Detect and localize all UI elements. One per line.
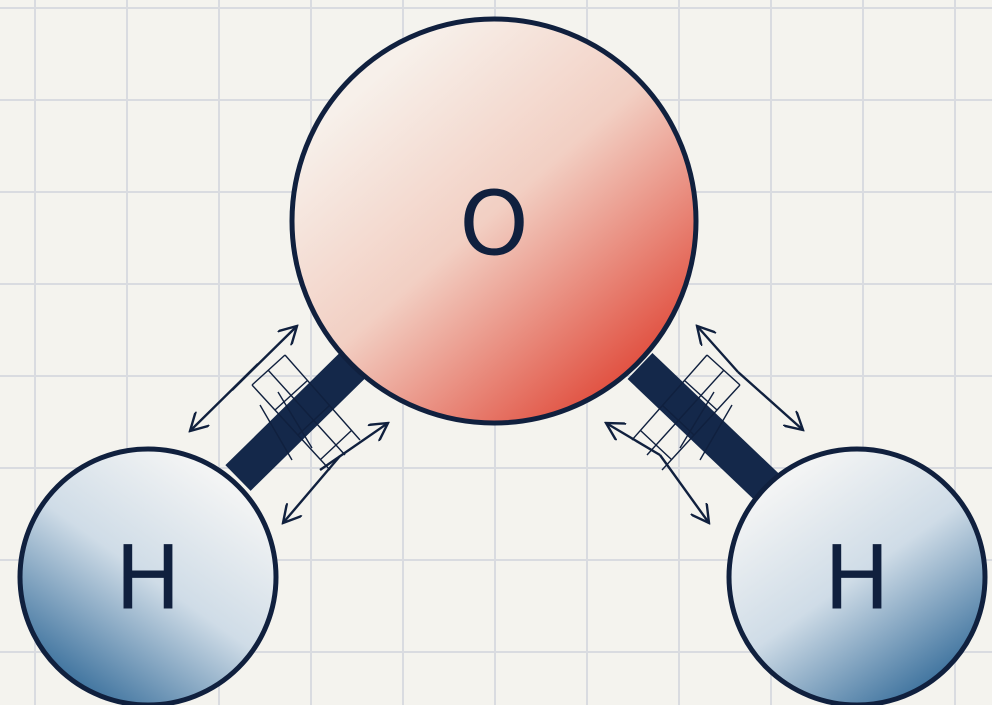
hydrogen-atom-right: H — [726, 446, 988, 705]
bond-right — [627, 352, 783, 504]
arrow-right-upper — [697, 326, 739, 373]
arrow-right-lower-back — [659, 454, 709, 523]
bond-left — [225, 353, 365, 491]
arrow-left-lower-back — [283, 455, 341, 523]
arrow-left-upper-back — [190, 363, 259, 431]
vibration-arrows-left — [190, 326, 388, 523]
arrow-right-crosshatch — [631, 354, 741, 471]
oxygen-atom: O — [289, 16, 699, 426]
arrow-left-lower — [319, 423, 388, 471]
arrow-right-upper-back — [737, 371, 803, 430]
hydrogen-right-label: H — [824, 527, 890, 630]
vibration-arrows-right — [606, 326, 803, 523]
hydrogen-atom-left: H — [17, 446, 279, 705]
oxygen-label: O — [459, 173, 528, 276]
arrow-left-crosshatch — [251, 354, 361, 471]
hydrogen-left-label: H — [115, 527, 181, 630]
